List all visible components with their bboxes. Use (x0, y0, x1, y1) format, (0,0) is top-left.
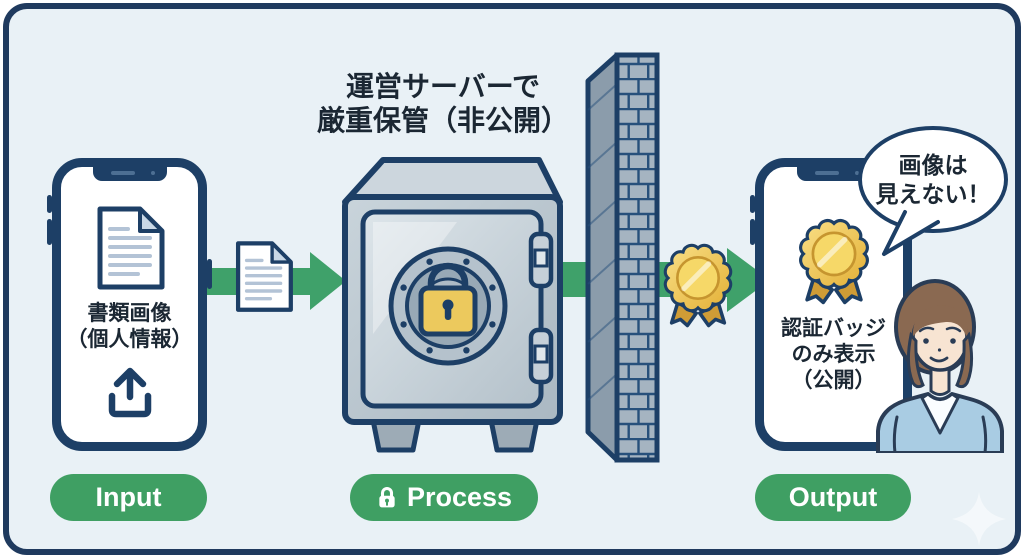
speech-bubble: 画像は 見えない！ (858, 126, 1008, 233)
woman-avatar (876, 279, 1004, 453)
speaker-icon (110, 171, 135, 175)
volume-button (750, 195, 755, 213)
sparkle-icon (952, 492, 1006, 546)
volume-button (47, 195, 52, 213)
input-stage-label: Input (95, 482, 162, 512)
phone-notch (796, 167, 871, 181)
camera-icon (854, 171, 859, 175)
title-line-1: 運営サーバーで (345, 71, 541, 102)
output-stage-pill: Output (755, 474, 911, 521)
output-label-line-3: （公開） (791, 369, 876, 393)
speaker-icon (814, 171, 839, 175)
bubble-line-1: 画像は (898, 152, 968, 179)
bubble-line-2: 見えない！ (875, 180, 991, 207)
document-icon (238, 243, 291, 309)
input-phone: 書類画像 （個人情報） (47, 158, 212, 451)
upload-icon (108, 367, 151, 418)
brick-wall-icon (585, 52, 660, 463)
input-stage-pill: Input (50, 474, 207, 521)
phone-notch (92, 167, 167, 181)
output-phone-label: 認証バッジ のみ表示 （公開） (781, 316, 886, 394)
title-line-2: 厳重保管（非公開） (316, 105, 569, 137)
output-label-line-1: 認証バッジ (781, 317, 886, 340)
process-stage-label: Process (406, 482, 513, 512)
lock-icon (418, 262, 478, 337)
document-icon (94, 205, 166, 291)
volume-button (47, 219, 52, 245)
input-phone-label: 書類画像 （個人情報） (67, 301, 193, 353)
camera-icon (150, 171, 155, 175)
input-label-line-1: 書類画像 (87, 302, 172, 325)
lock-icon (379, 486, 395, 508)
output-label-line-2: のみ表示 (791, 343, 876, 367)
speech-bubble-tail (882, 210, 940, 256)
process-stage-pill: Process (350, 474, 538, 521)
page-title: 運営サーバーで 厳重保管（非公開） (270, 70, 616, 138)
volume-button (750, 219, 755, 245)
power-button (207, 259, 212, 289)
medal-icon (665, 245, 730, 325)
safe-icon (342, 157, 563, 453)
input-label-line-2: （個人情報） (66, 328, 193, 352)
output-stage-label: Output (788, 482, 878, 512)
